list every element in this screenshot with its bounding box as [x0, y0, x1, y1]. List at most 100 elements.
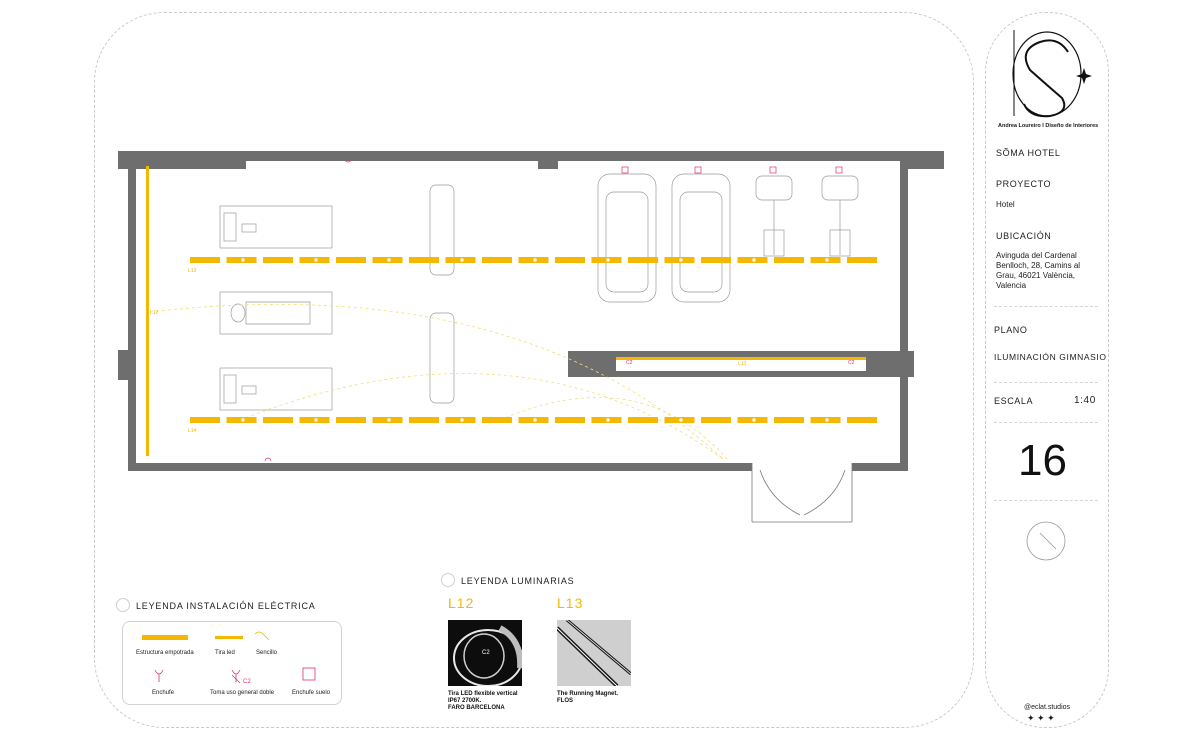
legend-electric-box: [122, 621, 342, 705]
led-strip-partition: [616, 357, 866, 360]
legend-structure-swatch: [142, 635, 188, 640]
floor-socket: [694, 166, 702, 174]
led-strip-segment: [847, 417, 877, 423]
bike-2: [821, 175, 859, 201]
led-strip-segment: [847, 257, 877, 263]
wall-bottom-left: [128, 463, 752, 471]
legend-luminaires-title: LEYENDA LUMINARIAS: [461, 576, 575, 586]
led-strip-segment: [263, 417, 293, 423]
led-strip-segment: [701, 257, 731, 263]
luminaire-point: [313, 417, 319, 423]
led-label-partition: L13: [738, 361, 747, 367]
studio-handle: @eclat.studios: [1024, 704, 1071, 711]
luminaire-point: [824, 257, 830, 263]
bench-1: [219, 205, 333, 249]
legend-strip-label: Tira led: [215, 650, 235, 656]
legend-switch-icon: [254, 631, 270, 641]
bench-3: [219, 367, 333, 411]
divider: [994, 422, 1098, 423]
luminaire-point: [678, 257, 684, 263]
treadmill-1: [597, 173, 657, 303]
luminaire-point: [532, 417, 538, 423]
hotel-name: SÕMA HOTEL: [996, 148, 1061, 158]
legend-double-label: Toma uso general doble: [210, 690, 275, 696]
led-strip-segment: [555, 417, 585, 423]
led-strip-segment: [774, 257, 804, 263]
switch-label-2: C2: [848, 360, 855, 366]
led-strip-segment: [628, 417, 658, 423]
luminaire-point: [605, 257, 611, 263]
scale-label: ESCALA: [994, 396, 1034, 406]
north-compass-icon: [1026, 521, 1066, 561]
divider: [994, 382, 1098, 383]
location-value: Avinguda del Cardenal Benlloch, 28, Cami…: [996, 251, 1081, 290]
led-strip-segment: [263, 257, 293, 263]
wall-top-right-return: [908, 151, 944, 169]
led-strip-segment: [190, 417, 220, 423]
led-strip-segment: [482, 257, 512, 263]
location-label: UBICACIÓN: [996, 231, 1052, 241]
led-label-bottom: L14: [188, 428, 197, 434]
luminaire-point: [532, 257, 538, 263]
led-strip-segment: [190, 257, 220, 263]
legend-floor-label: Enchufe suelo: [292, 690, 331, 696]
circuit-arcs: [149, 304, 729, 461]
mat-1: [429, 184, 455, 276]
title-block-frame: [985, 12, 1109, 728]
scale-value: 1:40: [1074, 395, 1096, 406]
plan-value: ILUMINACIÓN GIMNASIO: [994, 352, 1107, 362]
star-icon: [1076, 68, 1092, 84]
led-strip-segment: [409, 257, 439, 263]
legend-double-code: C2: [243, 679, 251, 685]
legend-socket-icon: [154, 669, 164, 682]
studio-name: Andrea Loureiro I Diseño de Interiores: [998, 123, 1099, 129]
partition-bottom: [568, 371, 914, 377]
electric-markers: [264, 158, 843, 462]
wall-left: [128, 161, 136, 471]
legend-double-icon: [231, 669, 241, 684]
gym-equipment: [219, 173, 859, 411]
led-strip-segment: [336, 417, 366, 423]
luminaire-point: [751, 257, 757, 263]
legend-switch-label: Sencillo: [256, 650, 278, 656]
wall-right: [900, 161, 908, 471]
luminaire-point: [386, 257, 392, 263]
partition-top: [568, 351, 914, 357]
divider: [994, 500, 1098, 501]
luminaire-thumb-l12: C2: [448, 620, 522, 686]
legend-bullet: [441, 573, 455, 587]
luminaire-thumb-l13: [557, 620, 631, 686]
entrance-door: [751, 463, 853, 523]
luminaire-point: [386, 417, 392, 423]
bench-2: [219, 291, 333, 335]
led-strip-segment: [555, 257, 585, 263]
led-strip-segment: [336, 257, 366, 263]
luminaire-point: [751, 417, 757, 423]
brand-logo: [1012, 30, 1092, 118]
led-label-left: L12: [150, 310, 159, 316]
wall-left-column: [118, 350, 136, 380]
luminaire-desc-l12: Tira LED flexible vertical IP67 2700K. F…: [448, 691, 518, 711]
legend-structure-label: Estructura empotrada: [136, 650, 194, 656]
partition-gap: [616, 357, 866, 371]
luminaire-point: [459, 417, 465, 423]
luminaire-code-l13: L13: [557, 595, 584, 611]
switch-label-1: C2: [626, 360, 633, 366]
legend-symbols: [142, 631, 316, 684]
luminaire-point: [313, 257, 319, 263]
plan-label: PLANO: [994, 325, 1028, 335]
project-value: Hotel: [996, 200, 1015, 209]
legend-strip-swatch: [215, 636, 243, 639]
led-strips: [146, 166, 877, 456]
led-label-top: L13: [188, 268, 197, 274]
luminaire-point: [459, 257, 465, 263]
walls: [118, 151, 944, 471]
legend-floor-icon: [302, 667, 316, 681]
socket-symbol: [264, 457, 272, 462]
luminaire-desc-l13: The Running Magnet. FLOS: [557, 691, 618, 704]
led-strip-segment: [774, 417, 804, 423]
mat-2: [429, 312, 455, 404]
luminaire-code-l12: L12: [448, 595, 475, 611]
handle-stars: ✦ ✦ ✦: [1027, 713, 1055, 723]
